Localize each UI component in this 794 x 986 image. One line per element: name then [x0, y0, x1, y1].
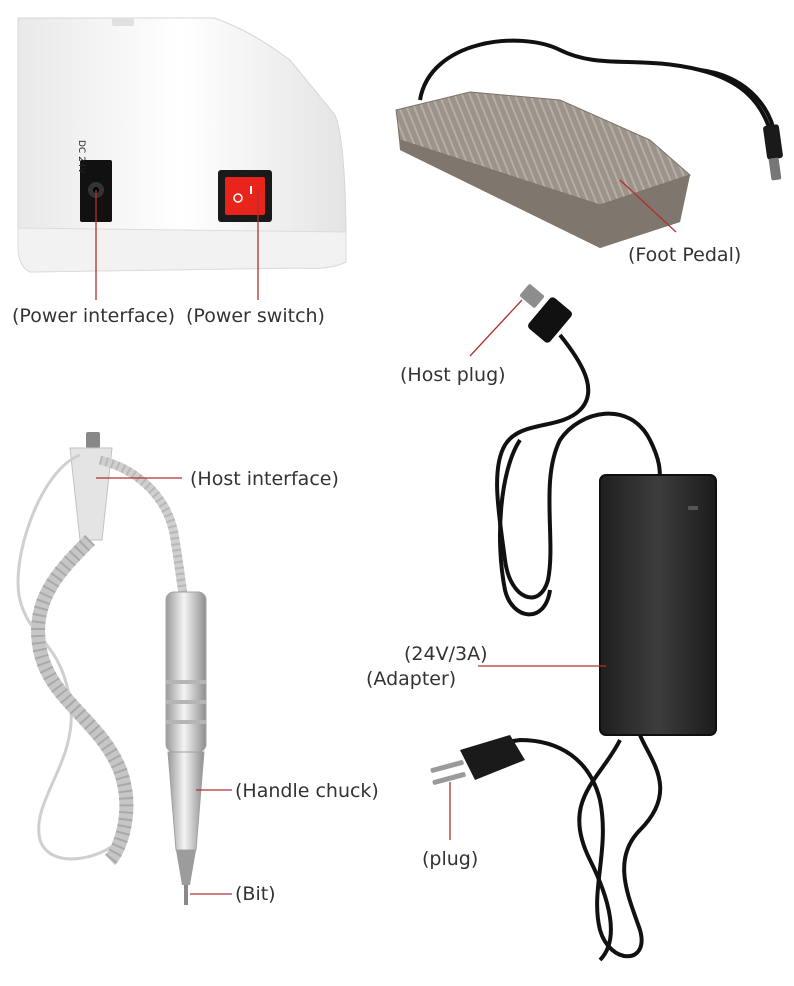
leader-lines: [95, 179, 677, 895]
control-unit: [17, 17, 347, 273]
handpiece-assembly: [16, 432, 207, 905]
leader-foot-pedal: [619, 179, 677, 233]
label-adapter: (Adapter): [366, 668, 457, 690]
label-host-interface: (Host interface): [190, 468, 339, 490]
foot-pedal: [395, 38, 783, 248]
power-adapter-assembly: [430, 284, 717, 962]
label-power-interface: (Power interface): [12, 305, 176, 327]
label-foot-pedal: (Foot Pedal): [628, 244, 742, 266]
label-host-plug: (Host plug): [400, 364, 506, 386]
label-bit: (Bit): [235, 883, 276, 905]
leader-host-plug: [469, 299, 523, 357]
power-switch: [218, 170, 272, 222]
label-power-switch: (Power switch): [186, 305, 325, 327]
label-handle-chuck: (Handle chuck): [235, 780, 379, 802]
dc-port-label: DC 24V: [76, 140, 86, 174]
label-adapter-rating: (24V/3A): [404, 643, 488, 665]
label-plug: (plug): [422, 848, 479, 870]
